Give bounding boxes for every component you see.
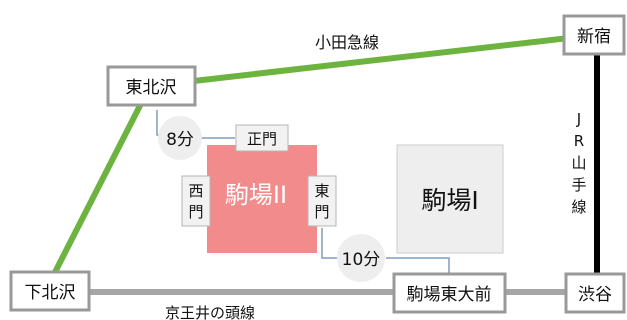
west-gate-label-2: 門 (188, 203, 203, 221)
odakyu-line-label: 小田急線 (315, 33, 379, 52)
keio-inokashira-line-label: 京王井の頭線 (165, 304, 255, 320)
west-gate-label-1: 西 (188, 182, 203, 200)
campus-komaba1 (396, 144, 504, 254)
station-shinjuku (562, 14, 626, 56)
jr-label-background (568, 105, 590, 223)
walk-path-east-gate (321, 228, 340, 259)
jr-label-char-5: 線 (571, 198, 586, 216)
campus-komaba1-label: 駒場I (421, 186, 478, 215)
campus-komaba2 (207, 145, 317, 253)
campus-komaba2-label: 駒場II (225, 181, 287, 209)
odakyu-line-segment-north (149, 32, 596, 89)
main-gate (235, 124, 289, 152)
station-shinjuku-label: 新宿 (577, 27, 611, 47)
station-shimokitazawa-label: 下北沢 (25, 283, 76, 303)
east-gate-label-2: 門 (314, 203, 329, 221)
station-komaba-todaimae (392, 272, 507, 314)
main-gate-label: 正門 (247, 130, 277, 148)
station-shimokitazawa (9, 270, 91, 312)
station-higashi-kitazawa-label: 東北沢 (126, 78, 177, 98)
walk-time-8min: 8分 (166, 130, 194, 150)
walk-time-10min: 10分 (342, 250, 381, 270)
jr-yamanote-line-label: J R 山 手 線 (568, 105, 590, 223)
walk-time-bubble-8min (158, 116, 202, 160)
station-shibuya-label: 渋谷 (578, 285, 612, 305)
walk-path-komaba-todaimae (386, 257, 450, 276)
jr-label-char-1: J (576, 110, 581, 128)
station-shibuya (564, 272, 626, 314)
station-komaba-todaimae-label: 駒場東大前 (407, 285, 492, 305)
odakyu-line-segment-south (47, 84, 153, 284)
jr-label-char-2: R (574, 132, 584, 150)
jr-label-char-4: 手 (571, 176, 586, 194)
east-gate-label-1: 東 (314, 182, 329, 200)
jr-label-char-3: 山 (571, 154, 586, 172)
east-gate (307, 175, 337, 227)
walk-time-bubble-10min (337, 234, 385, 282)
west-gate (181, 175, 211, 227)
station-higashi-kitazawa (106, 65, 197, 107)
